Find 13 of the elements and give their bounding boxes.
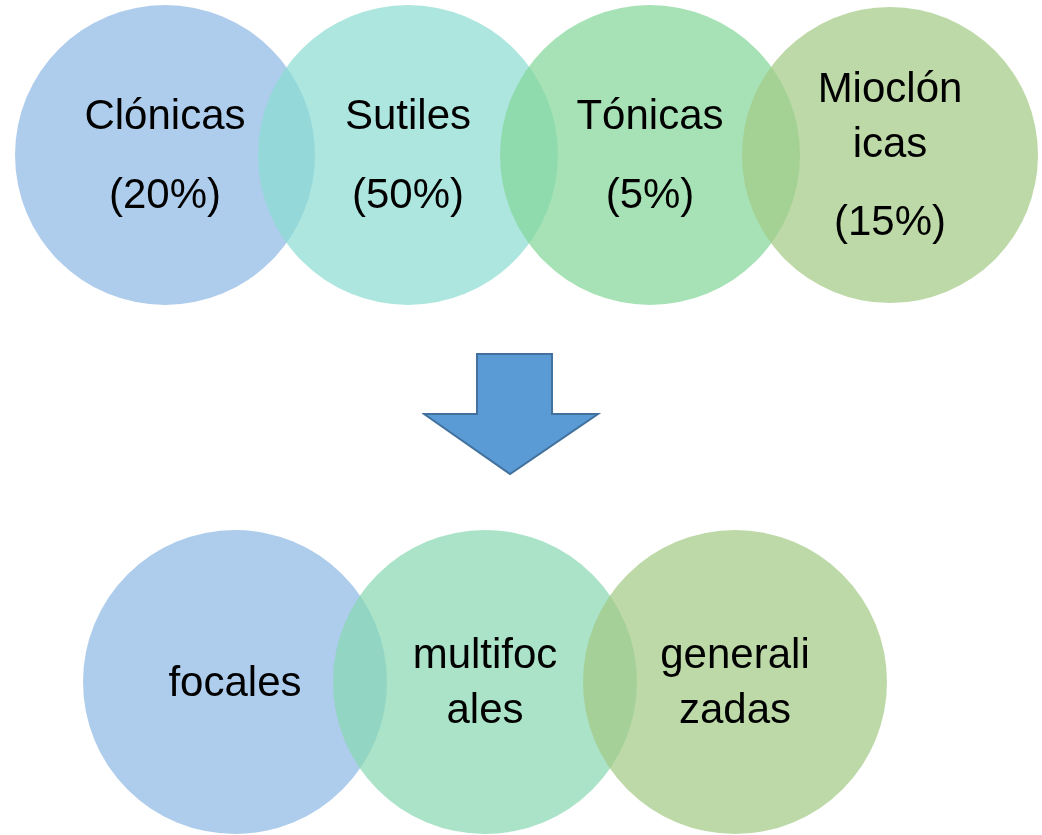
circle-node	[742, 7, 1038, 303]
category-label: Mioclón icas	[816, 63, 964, 168]
circle-node	[583, 530, 887, 834]
percentage-label: (20%)	[107, 169, 222, 219]
category-label: multifoc ales	[411, 629, 559, 734]
category-label: focales	[167, 656, 303, 707]
category-label: Tónicas	[575, 90, 725, 141]
percentage-label: (15%)	[832, 196, 947, 247]
percentage-label: (50%)	[350, 169, 465, 219]
category-label: Sutiles	[343, 90, 473, 141]
percentage-label: (5%)	[604, 169, 696, 219]
category-label: Clónicas	[83, 90, 247, 141]
category-label: generali zadas	[659, 629, 811, 734]
